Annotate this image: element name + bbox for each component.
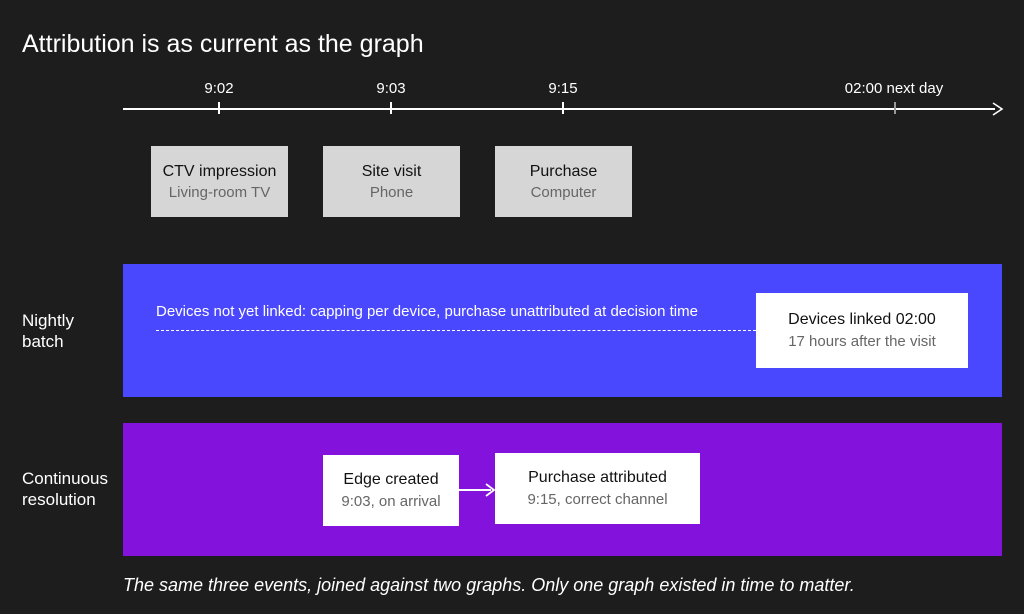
event-device: Phone bbox=[369, 183, 414, 201]
timeline-tick bbox=[562, 102, 564, 114]
event-box-purchase: Purchase Computer bbox=[495, 146, 632, 217]
connector-line bbox=[459, 489, 491, 491]
timeline-tick-label: 9:03 bbox=[376, 80, 406, 97]
arrow-right-icon bbox=[485, 483, 496, 497]
event-box-site-visit: Site visit Phone bbox=[323, 146, 460, 217]
event-device: Computer bbox=[530, 183, 597, 201]
box-subtitle: 9:15, correct channel bbox=[527, 491, 668, 508]
timeline-tick bbox=[894, 102, 896, 114]
box-title: Purchase attributed bbox=[528, 469, 667, 486]
timeline-axis bbox=[123, 108, 995, 110]
caption: The same three events, joined against tw… bbox=[123, 575, 855, 595]
row-label-continuous-resolution: Continuous resolution bbox=[22, 469, 109, 509]
box-title: Edge created bbox=[343, 471, 439, 488]
batch-description: Devices not yet linked: capping per devi… bbox=[156, 303, 698, 320]
timeline-tick-label: 9:02 bbox=[204, 80, 234, 97]
page-title: Attribution is as current as the graph bbox=[22, 30, 424, 58]
event-title: CTV impression bbox=[162, 162, 277, 180]
event-title: Site visit bbox=[361, 162, 422, 180]
purchase-attributed-box: Purchase attributed 9:15, correct channe… bbox=[495, 453, 700, 524]
timeline-tick bbox=[390, 102, 392, 114]
box-subtitle: 17 hours after the visit bbox=[788, 333, 936, 350]
dashed-unlinked-line bbox=[156, 330, 756, 331]
row-label-nightly-batch: Nightly batch bbox=[22, 311, 74, 351]
event-device: Living-room TV bbox=[168, 183, 271, 201]
event-box-ctv-impression: CTV impression Living-room TV bbox=[151, 146, 288, 217]
devices-linked-box: Devices linked 02:00 17 hours after the … bbox=[756, 293, 968, 368]
arrow-right-icon bbox=[992, 102, 1004, 116]
event-title: Purchase bbox=[529, 162, 598, 180]
box-subtitle: 9:03, on arrival bbox=[341, 493, 441, 510]
timeline-tick-label: 02:00 next day bbox=[844, 80, 944, 97]
timeline-tick bbox=[218, 102, 220, 114]
box-title: Devices linked 02:00 bbox=[788, 311, 936, 328]
timeline-tick-label: 9:15 bbox=[548, 80, 578, 97]
edge-created-box: Edge created 9:03, on arrival bbox=[323, 455, 459, 526]
